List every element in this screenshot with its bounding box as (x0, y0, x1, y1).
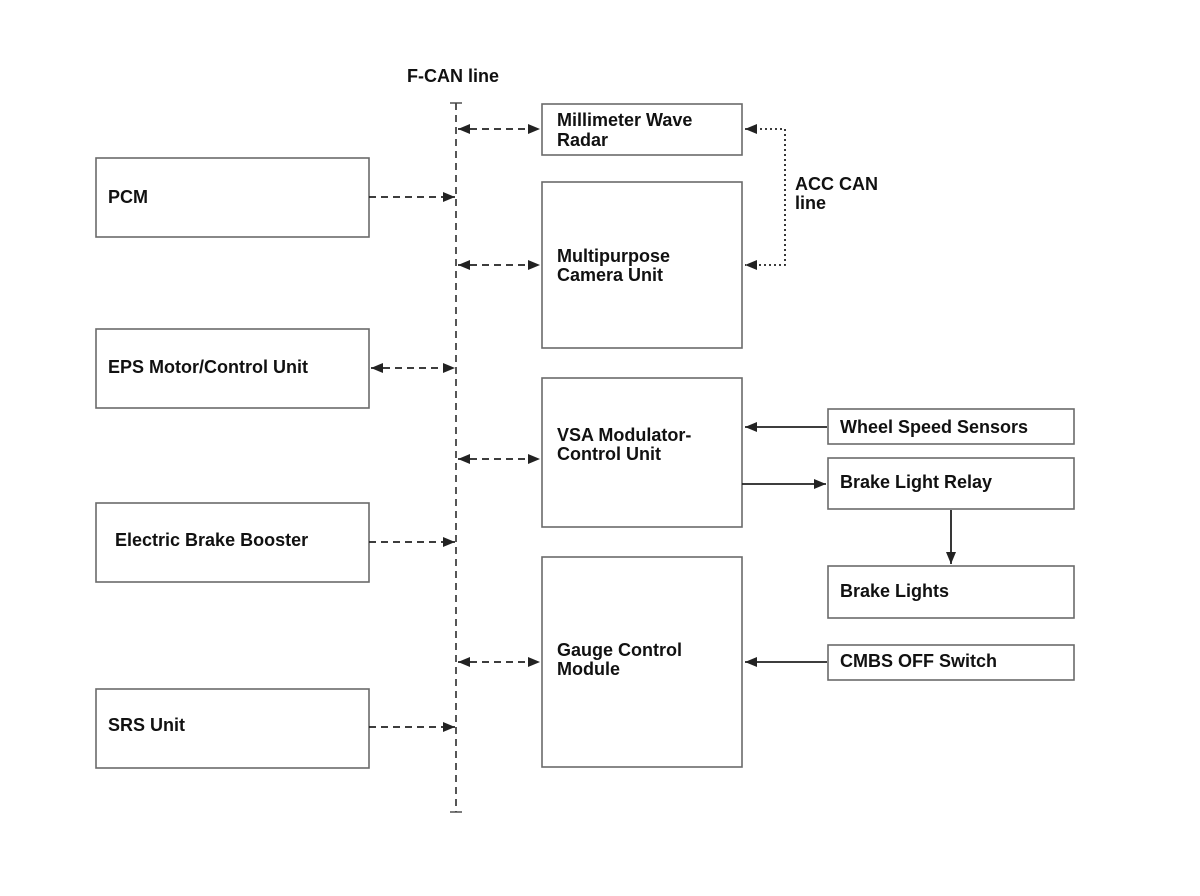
srs-label: SRS Unit (108, 715, 185, 735)
eps-label: EPS Motor/Control Unit (108, 357, 308, 377)
brake-light-relay-box: Brake Light Relay (827, 457, 1075, 510)
eps-box: EPS Motor/Control Unit (95, 328, 370, 409)
srs-box: SRS Unit (95, 688, 370, 769)
acc-can-line (745, 124, 786, 270)
gauge-label-line1: Gauge Control (557, 640, 682, 660)
acc-can-label-line1: ACC CAN (795, 174, 878, 194)
fcan-line-label: F-CAN line (407, 66, 499, 86)
brake-lights-box: Brake Lights (827, 565, 1075, 619)
gauge-control-module-box: Gauge Control Module (541, 556, 743, 768)
camera-label-line1: Multipurpose (557, 246, 670, 266)
millimeter-wave-radar-box: Millimeter Wave Radar (541, 103, 743, 156)
radar-label-line2: Radar (557, 130, 608, 150)
vsa-modulator-box: VSA Modulator- Control Unit (541, 377, 743, 528)
pcm-label: PCM (108, 187, 148, 207)
wheel-speed-label: Wheel Speed Sensors (840, 417, 1028, 437)
vsa-label-line1: VSA Modulator- (557, 425, 691, 445)
gauge-label-line2: Module (557, 659, 620, 679)
cmbs-switch-label: CMBS OFF Switch (840, 651, 997, 671)
acc-can-label-line2: line (795, 193, 826, 213)
pcm-box: PCM (95, 157, 370, 238)
brake-lights-label: Brake Lights (840, 581, 949, 601)
radar-label-line1: Millimeter Wave (557, 110, 692, 130)
vsa-label-line2: Control Unit (557, 444, 661, 464)
wheel-speed-sensors-box: Wheel Speed Sensors (827, 408, 1075, 445)
brake-relay-label: Brake Light Relay (840, 472, 992, 492)
electric-brake-booster-box: Electric Brake Booster (95, 502, 370, 583)
cmbs-off-switch-box: CMBS OFF Switch (827, 644, 1075, 681)
multipurpose-camera-box: Multipurpose Camera Unit (541, 181, 743, 349)
electric-brake-booster-label: Electric Brake Booster (115, 530, 308, 550)
camera-label-line2: Camera Unit (557, 265, 663, 285)
